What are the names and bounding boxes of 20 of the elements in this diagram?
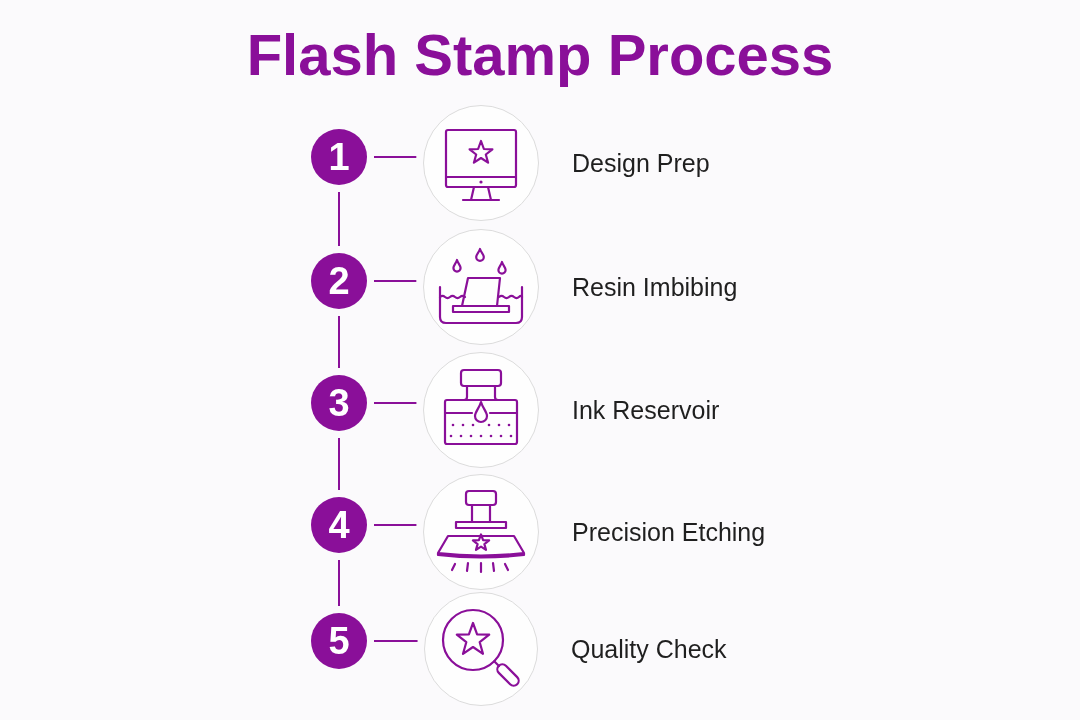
number-badge: 1: [311, 129, 367, 185]
connector-line: [338, 437, 340, 491]
connector-line: [338, 559, 340, 607]
connector-line: [373, 402, 418, 404]
number-badge: 4: [311, 497, 367, 553]
connector-line: [373, 524, 418, 526]
step-label: Design Prep: [572, 148, 710, 178]
number-badge: 2: [311, 253, 367, 309]
step-label: Resin Imbibing: [572, 272, 738, 302]
connector-line: [338, 315, 340, 369]
connector-line: [373, 280, 418, 282]
step-label: Ink Reservoir: [572, 395, 720, 425]
step-label: Quality Check: [571, 634, 727, 664]
step-label: Precision Etching: [572, 517, 766, 547]
connector-line: [338, 191, 340, 247]
connector-line: [373, 640, 419, 642]
number-badge: 3: [311, 375, 367, 431]
connector-line: [373, 156, 418, 158]
number-badge: 5: [311, 613, 367, 669]
title: Flash Stamp Process: [246, 22, 834, 88]
